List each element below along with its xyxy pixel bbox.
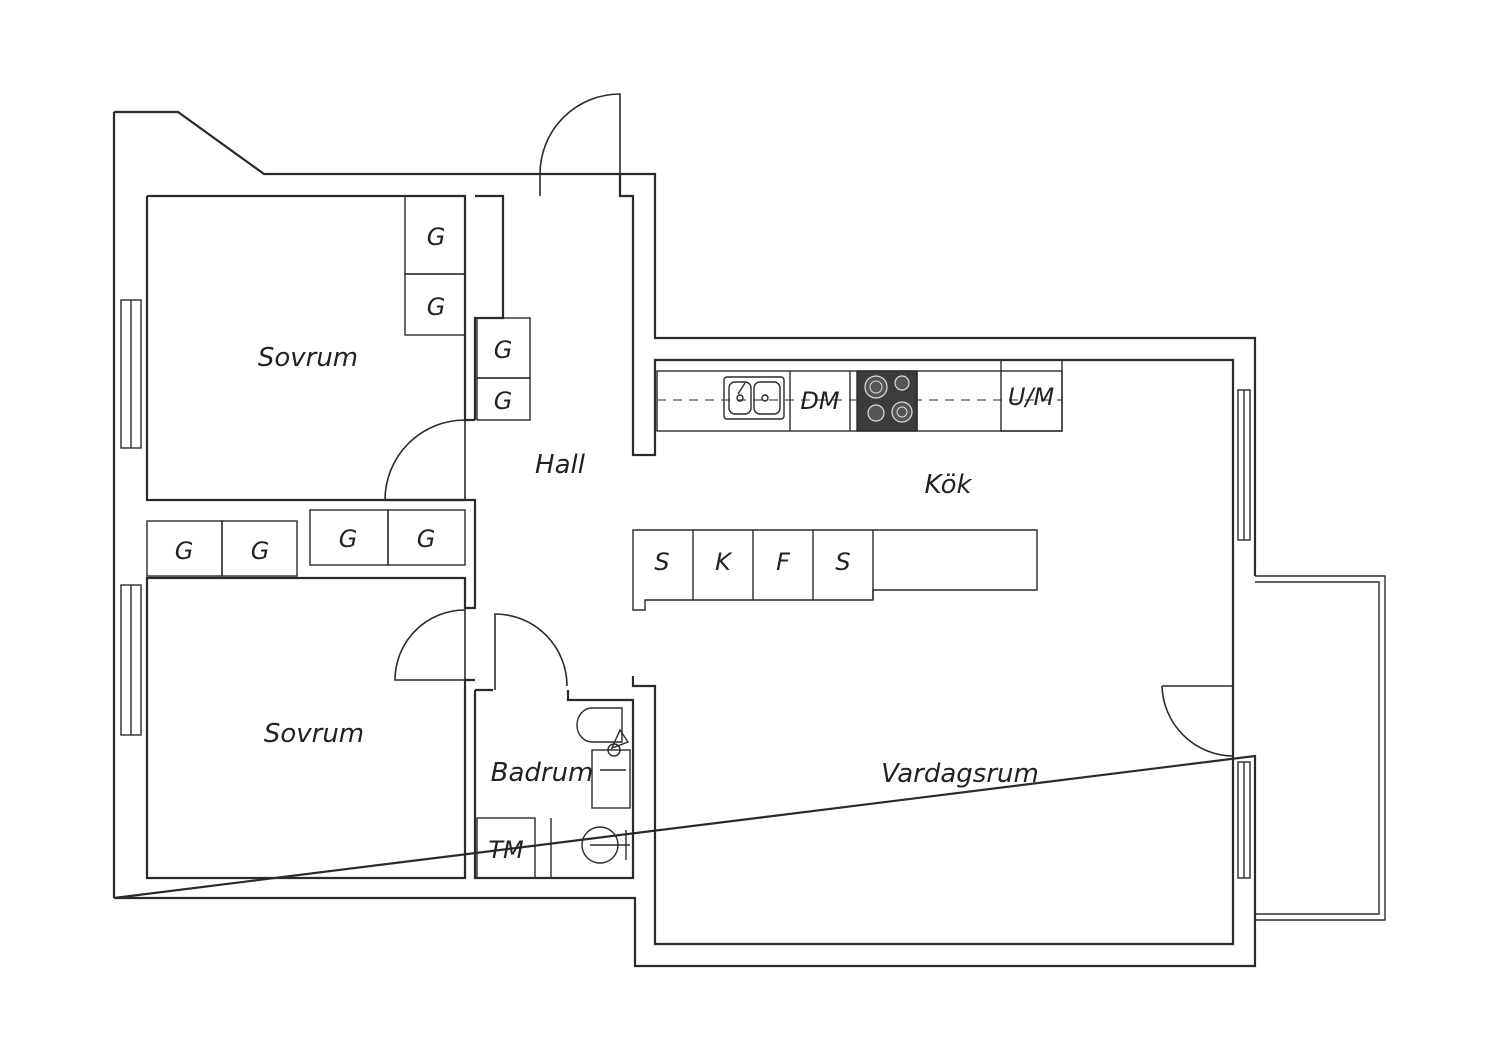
washbasin-icon: [591, 749, 631, 809]
kitchen-counter: DM U/M: [656, 359, 1063, 432]
door-balcony: [1161, 685, 1234, 757]
doors: [384, 93, 1234, 757]
bathroom-fixtures: TM: [476, 707, 631, 879]
door-bathroom: [494, 613, 568, 690]
sink-icon: [723, 376, 785, 420]
wardrobe-label: G: [494, 387, 513, 415]
wardrobe-label: G: [339, 525, 358, 553]
island-unit-label: K: [715, 548, 733, 576]
wardrobe-label: G: [417, 525, 436, 553]
wardrobe-label: G: [494, 336, 513, 364]
inner-walls: [145, 174, 1235, 946]
wardrobe-label: G: [427, 223, 446, 251]
wardrobe-label: G: [251, 537, 270, 565]
wardrobes: G G G G G G G G: [146, 195, 531, 577]
island-unit-label: S: [835, 548, 850, 576]
dishwasher-label: DM: [800, 387, 839, 415]
washer-label: TM: [488, 836, 524, 864]
door-upper-bedroom: [384, 419, 466, 501]
balcony: [1255, 575, 1386, 921]
wardrobe-label: G: [175, 537, 194, 565]
island-unit-label: F: [776, 548, 791, 576]
room-label-kok: Kök: [924, 470, 972, 500]
room-labels: Sovrum Hall Kök Sovrum Badrum Vardagsrum: [258, 343, 1039, 789]
windows: [120, 299, 1251, 879]
oven-microwave-label: U/M: [1008, 383, 1055, 411]
room-label-hall: Hall: [535, 450, 586, 480]
wardrobe-label: G: [427, 293, 446, 321]
room-label-badrum: Badrum: [491, 758, 594, 788]
room-label-sovrum-lower: Sovrum: [264, 719, 364, 749]
kitchen-island: S K F S: [632, 529, 1038, 611]
stove-icon: [856, 370, 918, 432]
room-label-sovrum-upper: Sovrum: [258, 343, 358, 373]
island-unit-label: S: [654, 548, 669, 576]
outer-walls: [112, 110, 1257, 968]
door-lower-bedroom: [394, 609, 466, 681]
toilet-icon: [576, 707, 623, 743]
entrance-door: [539, 93, 621, 196]
room-label-vardagsrum: Vardagsrum: [881, 759, 1039, 789]
